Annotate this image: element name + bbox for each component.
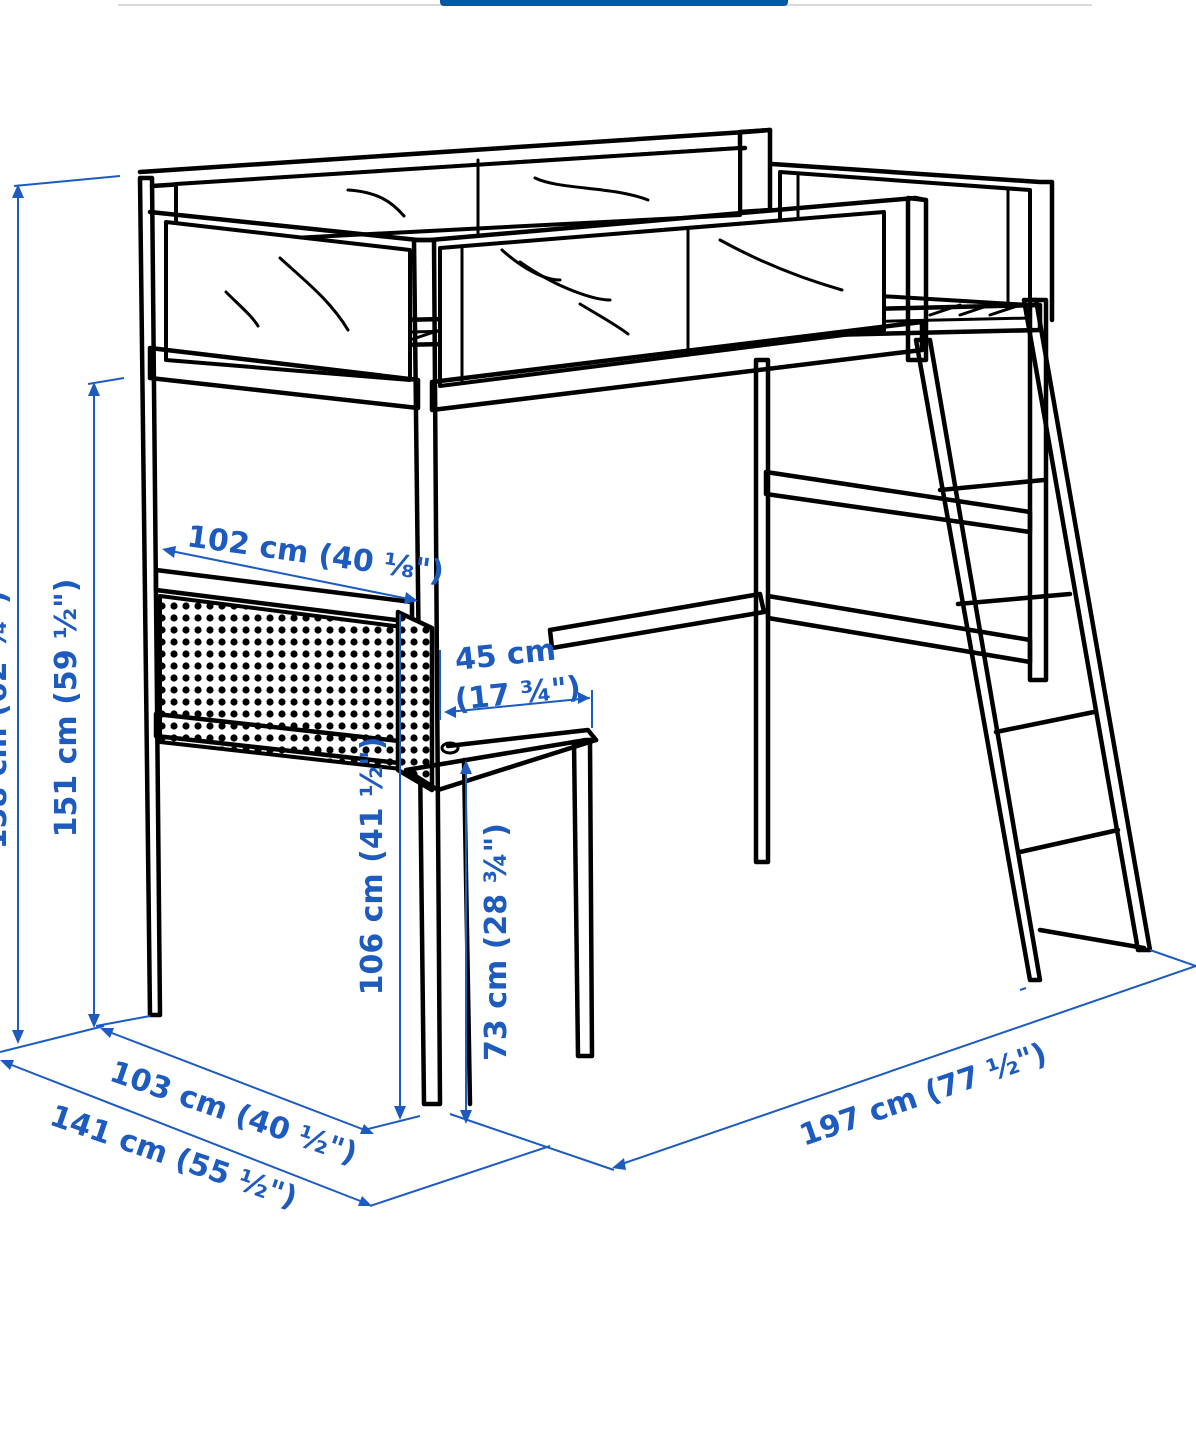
arrow-desk-width-left	[162, 546, 176, 558]
arrow-total-width-right	[358, 1196, 372, 1206]
arrow-inner-width-left	[100, 1028, 114, 1038]
right-front-post	[1027, 297, 1049, 683]
front-right-post-top	[905, 195, 929, 363]
total-width-line	[3, 1061, 369, 1205]
right-headboard-top	[769, 161, 1055, 323]
label-side-panel-height: 106 cm (41 ½")	[355, 737, 390, 996]
back-right-post-top	[737, 127, 773, 215]
front-reflection-6	[718, 238, 844, 292]
back-panel-reflection-2	[533, 176, 650, 202]
front-reflection-4	[518, 260, 612, 302]
scroll-thumb[interactable]	[440, 0, 788, 6]
front-reflection-1	[224, 290, 260, 328]
mesh-side-panel	[395, 609, 435, 793]
back-inner-post	[753, 357, 771, 865]
arrow-desk-depth-right	[578, 692, 590, 704]
total-height-ext-top	[13, 175, 121, 187]
front-guard-panel-right	[438, 210, 886, 388]
total-length-tick	[1019, 987, 1027, 991]
label-under-bed-height: 151 cm (59 ½")	[49, 579, 84, 838]
back-lower-rail	[547, 591, 767, 651]
arrow-panel-height-bottom	[394, 1106, 406, 1120]
label-total-length: 197 cm (77 ½")	[795, 1036, 1051, 1153]
desk-top	[403, 737, 599, 793]
right-rail-lower	[765, 593, 1033, 665]
arrow-desk-width-right	[404, 592, 418, 604]
desk-depth-line	[447, 697, 591, 713]
front-reflection-2	[278, 256, 350, 332]
desk-top-edge	[445, 727, 599, 749]
back-panel-reflection	[346, 188, 406, 218]
back-left-post	[137, 175, 163, 1018]
arrow-under-bed-bottom	[88, 1014, 100, 1028]
arrow-total-height-bottom	[12, 1030, 24, 1044]
total-length-ext-right	[1149, 949, 1196, 967]
ladder-rungs	[937, 477, 1147, 951]
label-desk-depth-in: (17 ¾")	[453, 670, 582, 718]
arrow-total-width-left	[0, 1060, 14, 1070]
scroll-indicator	[0, 0, 1196, 12]
arrow-total-height-top	[12, 184, 24, 198]
arrow-desk-height-bottom	[460, 1110, 472, 1124]
right-rail-upper	[763, 469, 1033, 535]
label-desk-depth-cm: 45 cm	[453, 633, 557, 678]
ladder-right-rail	[1021, 297, 1153, 953]
inner-width-ext-right	[363, 1115, 421, 1131]
total-width-ext-left	[0, 1025, 105, 1053]
front-left-post	[411, 237, 443, 1107]
arrow-desk-depth-left	[444, 706, 456, 718]
total-width-ext-right	[369, 1145, 551, 1207]
desk-width-line	[165, 549, 415, 601]
front-side-rail	[429, 319, 925, 413]
arrow-under-bed-top	[88, 382, 100, 396]
ladder-left-rail	[913, 337, 1043, 983]
back-top-rail	[137, 127, 773, 175]
arrow-desk-height-top	[460, 760, 472, 774]
label-desk-height: 73 cm (28 ¾")	[479, 823, 514, 1061]
total-length-line	[615, 965, 1196, 1167]
inner-width-ext-left	[95, 1015, 151, 1027]
desk-leg	[571, 739, 595, 1059]
label-total-height: 158 cm (62 ¼")	[0, 591, 14, 850]
front-reflection-5	[578, 302, 630, 336]
bed-line-art	[137, 127, 1153, 1107]
arrow-total-length-left	[612, 1158, 626, 1170]
cable-hole	[440, 741, 460, 755]
inner-width-line	[103, 1029, 371, 1133]
under-bed-ext-top	[87, 377, 125, 385]
total-length-ext-left	[449, 1113, 615, 1171]
dimension-lines	[0, 175, 1196, 1207]
